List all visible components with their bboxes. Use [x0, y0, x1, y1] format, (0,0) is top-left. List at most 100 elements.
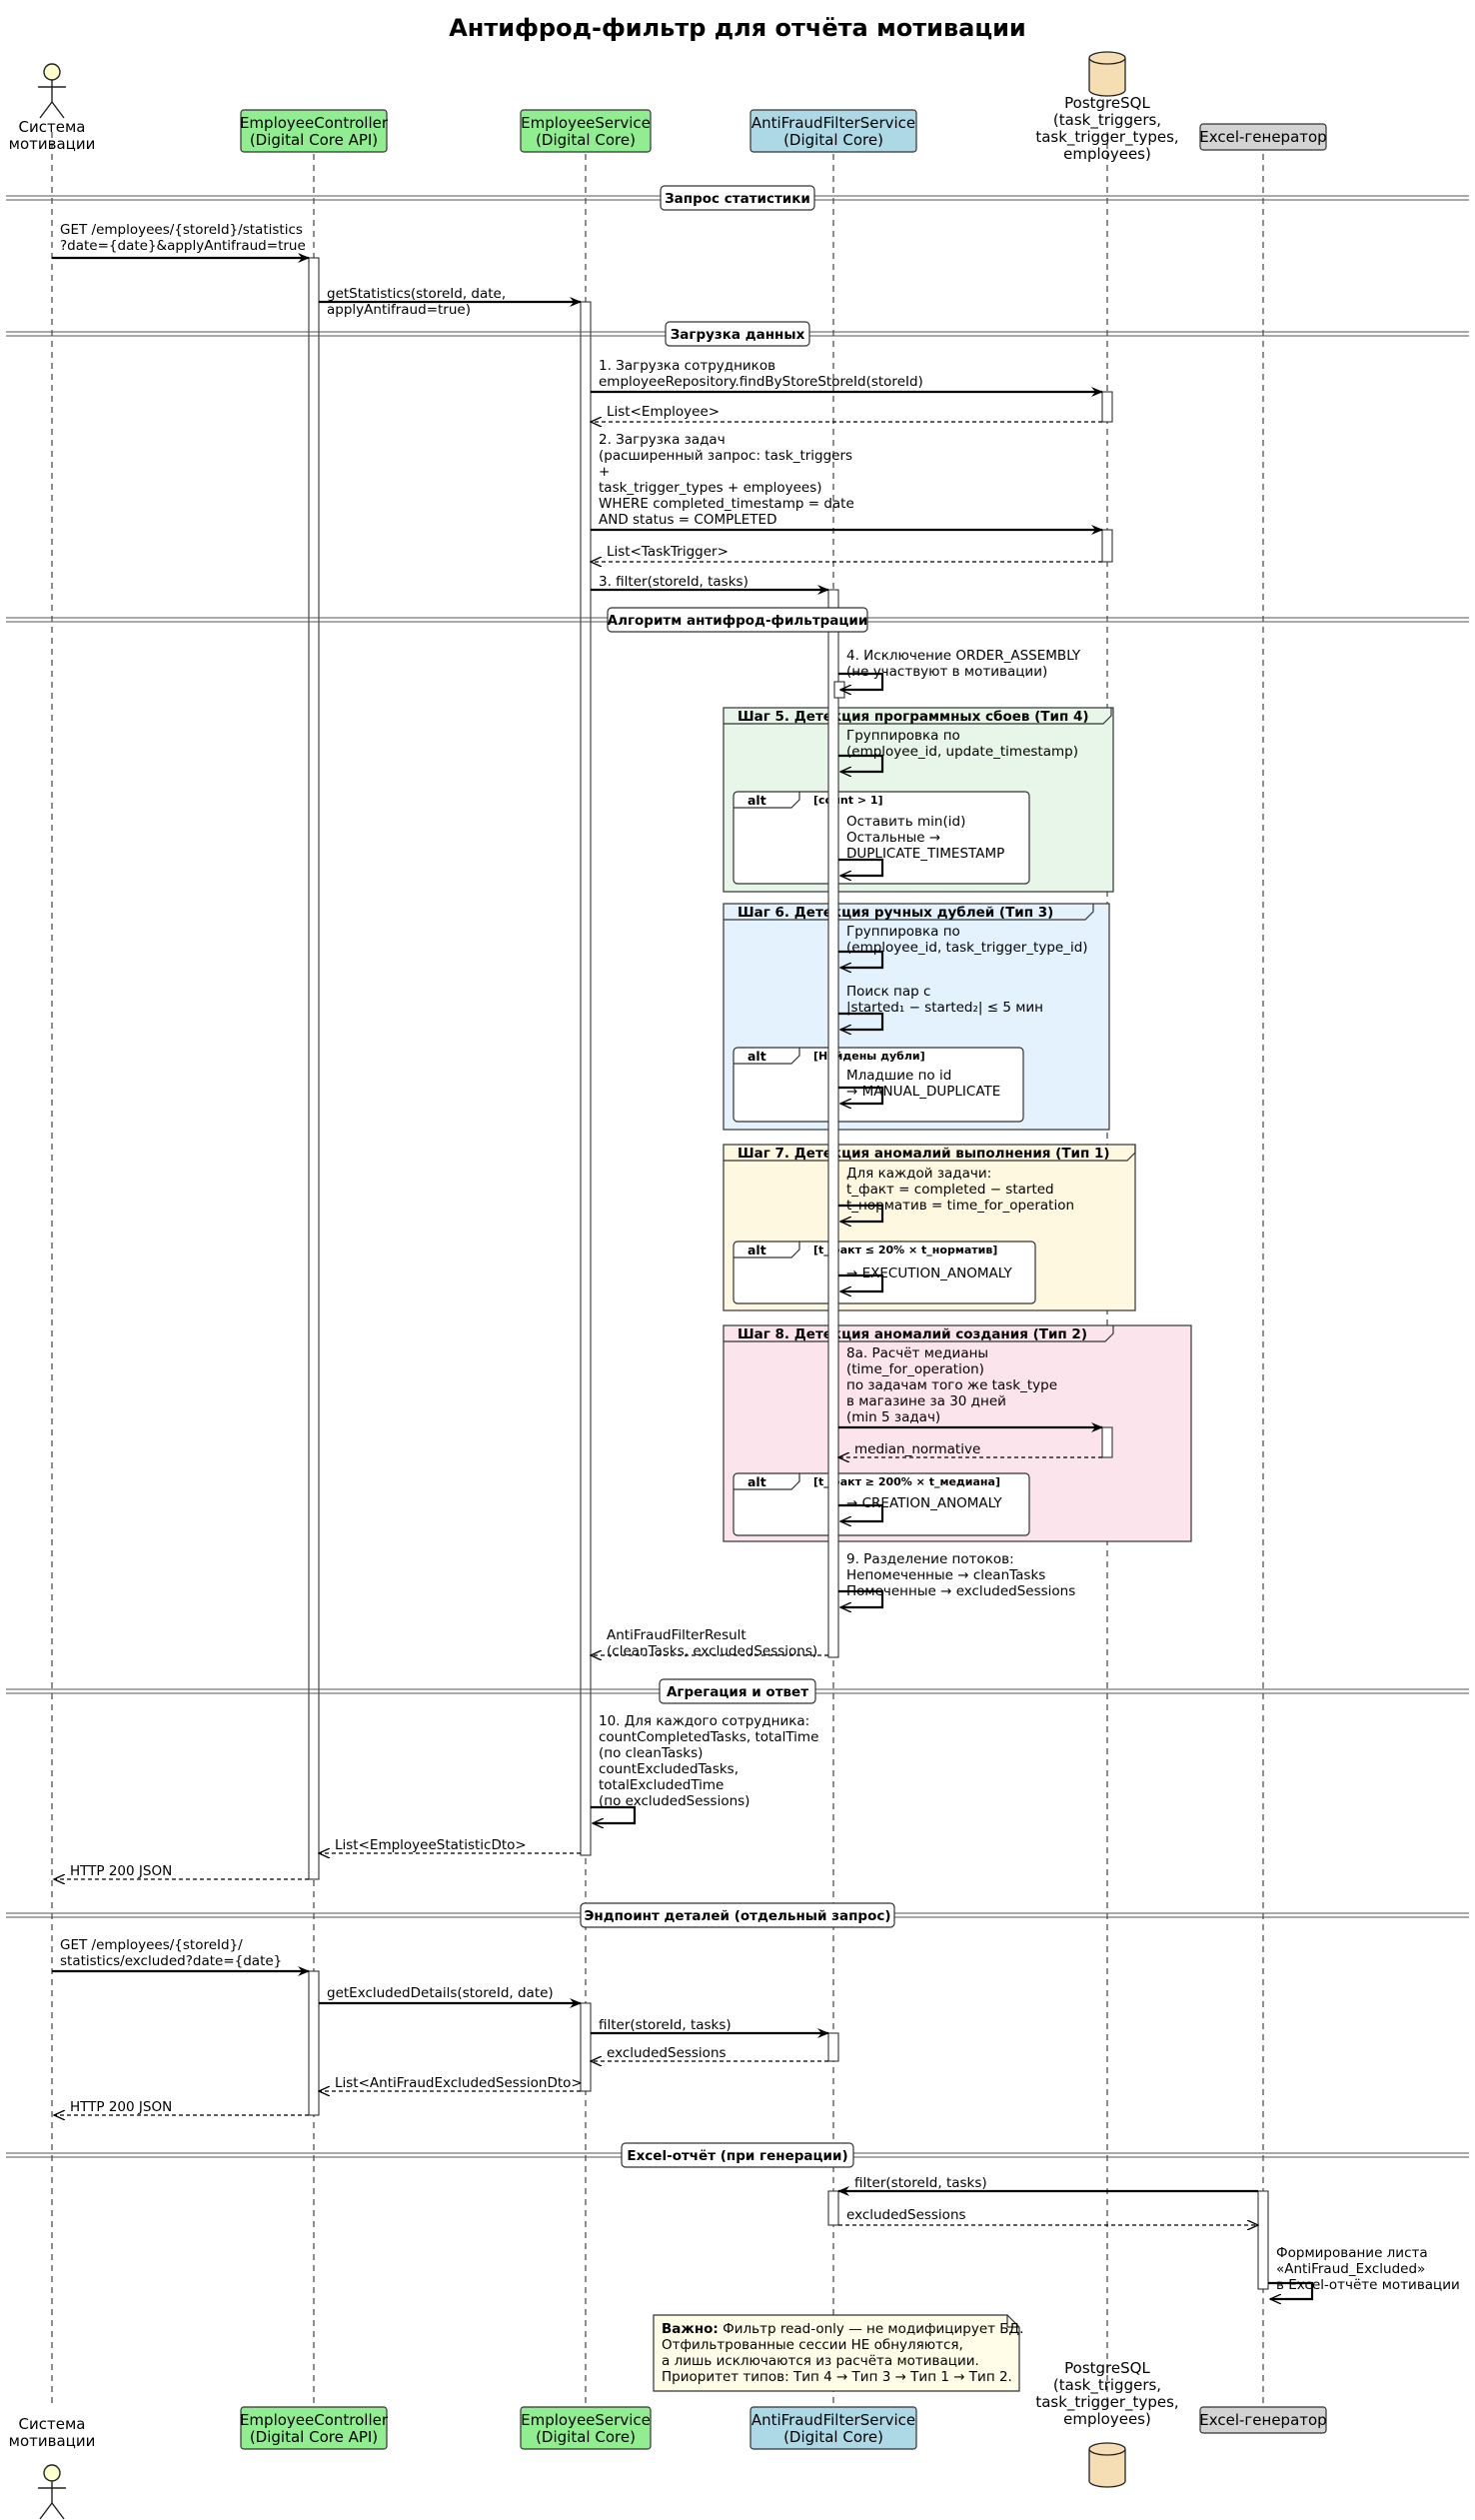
message-18-self-arrow [838, 1503, 884, 1521]
message-21-self-arrow [591, 1805, 637, 1823]
top-participant-box-es [520, 109, 652, 153]
message-4-label: List<Employee> [607, 404, 720, 420]
message-9-self-arrow [838, 754, 884, 772]
activation-bar-es [580, 301, 592, 1856]
bottom-participant-label-af: (Digital Core) [783, 2428, 883, 2446]
top-participant-label-db: task_trigger_types, [1035, 128, 1178, 147]
alt-frame-3 [733, 1241, 1036, 1304]
message-11-label: (employee_id, task_trigger_type_id) [846, 940, 1088, 956]
message-13-label: Младшие по id [846, 1068, 951, 1084]
message-17-label: median_normative [854, 1441, 980, 1457]
top-participant-label-af: (Digital Core) [783, 131, 883, 149]
top-actor-head-icon [43, 63, 61, 81]
separator-box [659, 1678, 816, 1704]
bottom-participant-box-ec [240, 2406, 388, 2450]
alt-label-3: alt [747, 1243, 766, 1258]
message-32-self-arrow [1268, 2281, 1314, 2299]
separator-label: Excel-отчёт (при генерации) [627, 2148, 847, 2164]
alt-tab-4 [734, 1473, 800, 1490]
group-title-7: Шаг 7. Детекция аномалий выполнения (Тип… [738, 1146, 1110, 1162]
group-tab-8 [724, 1325, 1114, 1342]
note-line: Приоритет типов: Тип 4 → Тип 3 → Тип 1 →… [662, 2369, 1012, 2385]
message-5-label: task_trigger_types + employees) [599, 480, 822, 496]
message-25-label: getExcludedDetails(storeId, date) [327, 1985, 554, 2001]
message-19-label: Непомеченные → cleanTasks [846, 1567, 1045, 1583]
message-2-label: applyAntifraud=true) [327, 302, 471, 318]
bottom-participant-label-es: EmployeeService [521, 2411, 651, 2429]
separator-label: Запрос статистики [665, 191, 810, 207]
bottom-participant-label-db: employees) [1063, 2410, 1151, 2428]
bottom-participant-label-af: AntiFraudFilterService [751, 2411, 915, 2429]
message-14-label: t_норматив = time_for_operation [846, 1198, 1074, 1214]
note-line: а лишь исключаются из расчёта мотивации. [662, 2353, 979, 2369]
message-14-label: t_факт = completed − started [846, 1182, 1054, 1198]
message-8-self-arrow [838, 672, 884, 690]
alt-tab-3 [734, 1242, 800, 1259]
message-13-label: → MANUAL_DUPLICATE [846, 1084, 1000, 1100]
message-20-label: (cleanTasks, excludedSessions) [607, 1643, 817, 1659]
top-participant-label-ec: EmployeeController [240, 114, 389, 132]
diagram-title: Антифрод-фильтр для отчёта мотивации [449, 14, 1026, 42]
activation-bar-db [1101, 391, 1113, 423]
bottom-participant-label-sys: мотивации [9, 2432, 96, 2450]
bottom-actor-head-icon [43, 2464, 61, 2482]
alt-condition-3: [t_факт ≤ 20% × t_норматив] [813, 1244, 997, 1257]
message-14-label: Для каждой задачи: [846, 1166, 991, 1182]
message-2-label: getStatistics(storeId, date, [327, 286, 506, 302]
message-21-label: totalExcludedTime [599, 1777, 724, 1793]
message-15-label: → EXECUTION_ANOMALY [846, 1265, 1012, 1281]
top-participant-label-es: EmployeeService [521, 114, 651, 132]
top-participant-label-ec: (Digital Core API) [250, 131, 378, 149]
message-29-label: HTTP 200 JSON [70, 2099, 172, 2115]
activation-bar-af [827, 2190, 839, 2226]
message-9-label: Группировка по [846, 728, 960, 744]
top-participant-box-ec [240, 109, 388, 153]
alt-tab-2 [734, 1048, 800, 1065]
message-12-label: |started₁ − started₂| ≤ 5 мин [846, 1000, 1043, 1016]
message-8-label: 4. Исключение ORDER_ASSEMBLY [846, 648, 1081, 664]
alt-label-2: alt [747, 1049, 766, 1064]
message-10-label: Остальные → [846, 830, 940, 846]
message-5-label: WHERE completed_timestamp = date [599, 496, 854, 512]
message-1-label: GET /employees/{storeId}/statistics [60, 222, 303, 238]
message-22-label: List<EmployeeStatisticDto> [335, 1837, 527, 1853]
top-participant-label-sys: Система [19, 118, 86, 136]
separator-box [580, 1902, 895, 1928]
bottom-participant-box-es [520, 2406, 652, 2450]
message-14-self-arrow [838, 1204, 884, 1222]
message-11-self-arrow [838, 950, 884, 968]
message-10-self-arrow [838, 858, 884, 876]
message-12-self-arrow [838, 1012, 884, 1030]
message-32-label: Формирование листа [1276, 2245, 1428, 2261]
bottom-database-top-icon [1088, 2442, 1126, 2456]
group-title-5: Шаг 5. Детекция программных сбоев (Тип 4… [738, 709, 1089, 725]
message-12-label: Поиск пар с [846, 984, 930, 1000]
message-24-label: GET /employees/{storeId}/ [60, 1937, 243, 1953]
message-18-label: → CREATION_ANOMALY [846, 1495, 1002, 1511]
bottom-participant-label-db: (task_triggers, [1053, 2376, 1161, 2395]
separator-label: Загрузка данных [671, 327, 805, 343]
note-fold [1006, 2315, 1019, 2328]
top-database-top-icon [1088, 51, 1126, 65]
separator-label: Алгоритм антифрод-фильтрации [608, 613, 868, 629]
bottom-database-icon [1088, 2449, 1126, 2488]
group-tab-7 [724, 1145, 1136, 1162]
message-13-self-arrow [838, 1086, 884, 1104]
message-19-label: 9. Разделение потоков: [846, 1551, 1014, 1567]
message-15-self-arrow [838, 1273, 884, 1291]
bottom-participant-label-xl: Excel-генератор [1199, 2411, 1326, 2429]
message-31-label: excludedSessions [846, 2207, 966, 2223]
top-participant-box-xl [1199, 123, 1327, 151]
message-30-label: filter(storeId, tasks) [854, 2175, 987, 2191]
separator-box [621, 2142, 854, 2168]
bottom-participant-label-db: task_trigger_types, [1035, 2393, 1178, 2412]
bottom-participant-label-sys: Система [19, 2415, 86, 2433]
note-first-line: Важно: Фильтр read-only — не модифицируе… [662, 2321, 1023, 2337]
alt-label-4: alt [747, 1474, 766, 1489]
message-27-label: excludedSessions [607, 2045, 727, 2061]
message-19-label: Помеченные → excludedSessions [846, 1583, 1075, 1599]
activation-bar-ec [308, 1970, 320, 2116]
bottom-participant-label-db: PostgreSQL [1064, 2359, 1150, 2377]
note-line: Отфильтрованные сессии НЕ обнуляются, [662, 2337, 963, 2353]
activation-bar-db [1101, 1426, 1113, 1458]
